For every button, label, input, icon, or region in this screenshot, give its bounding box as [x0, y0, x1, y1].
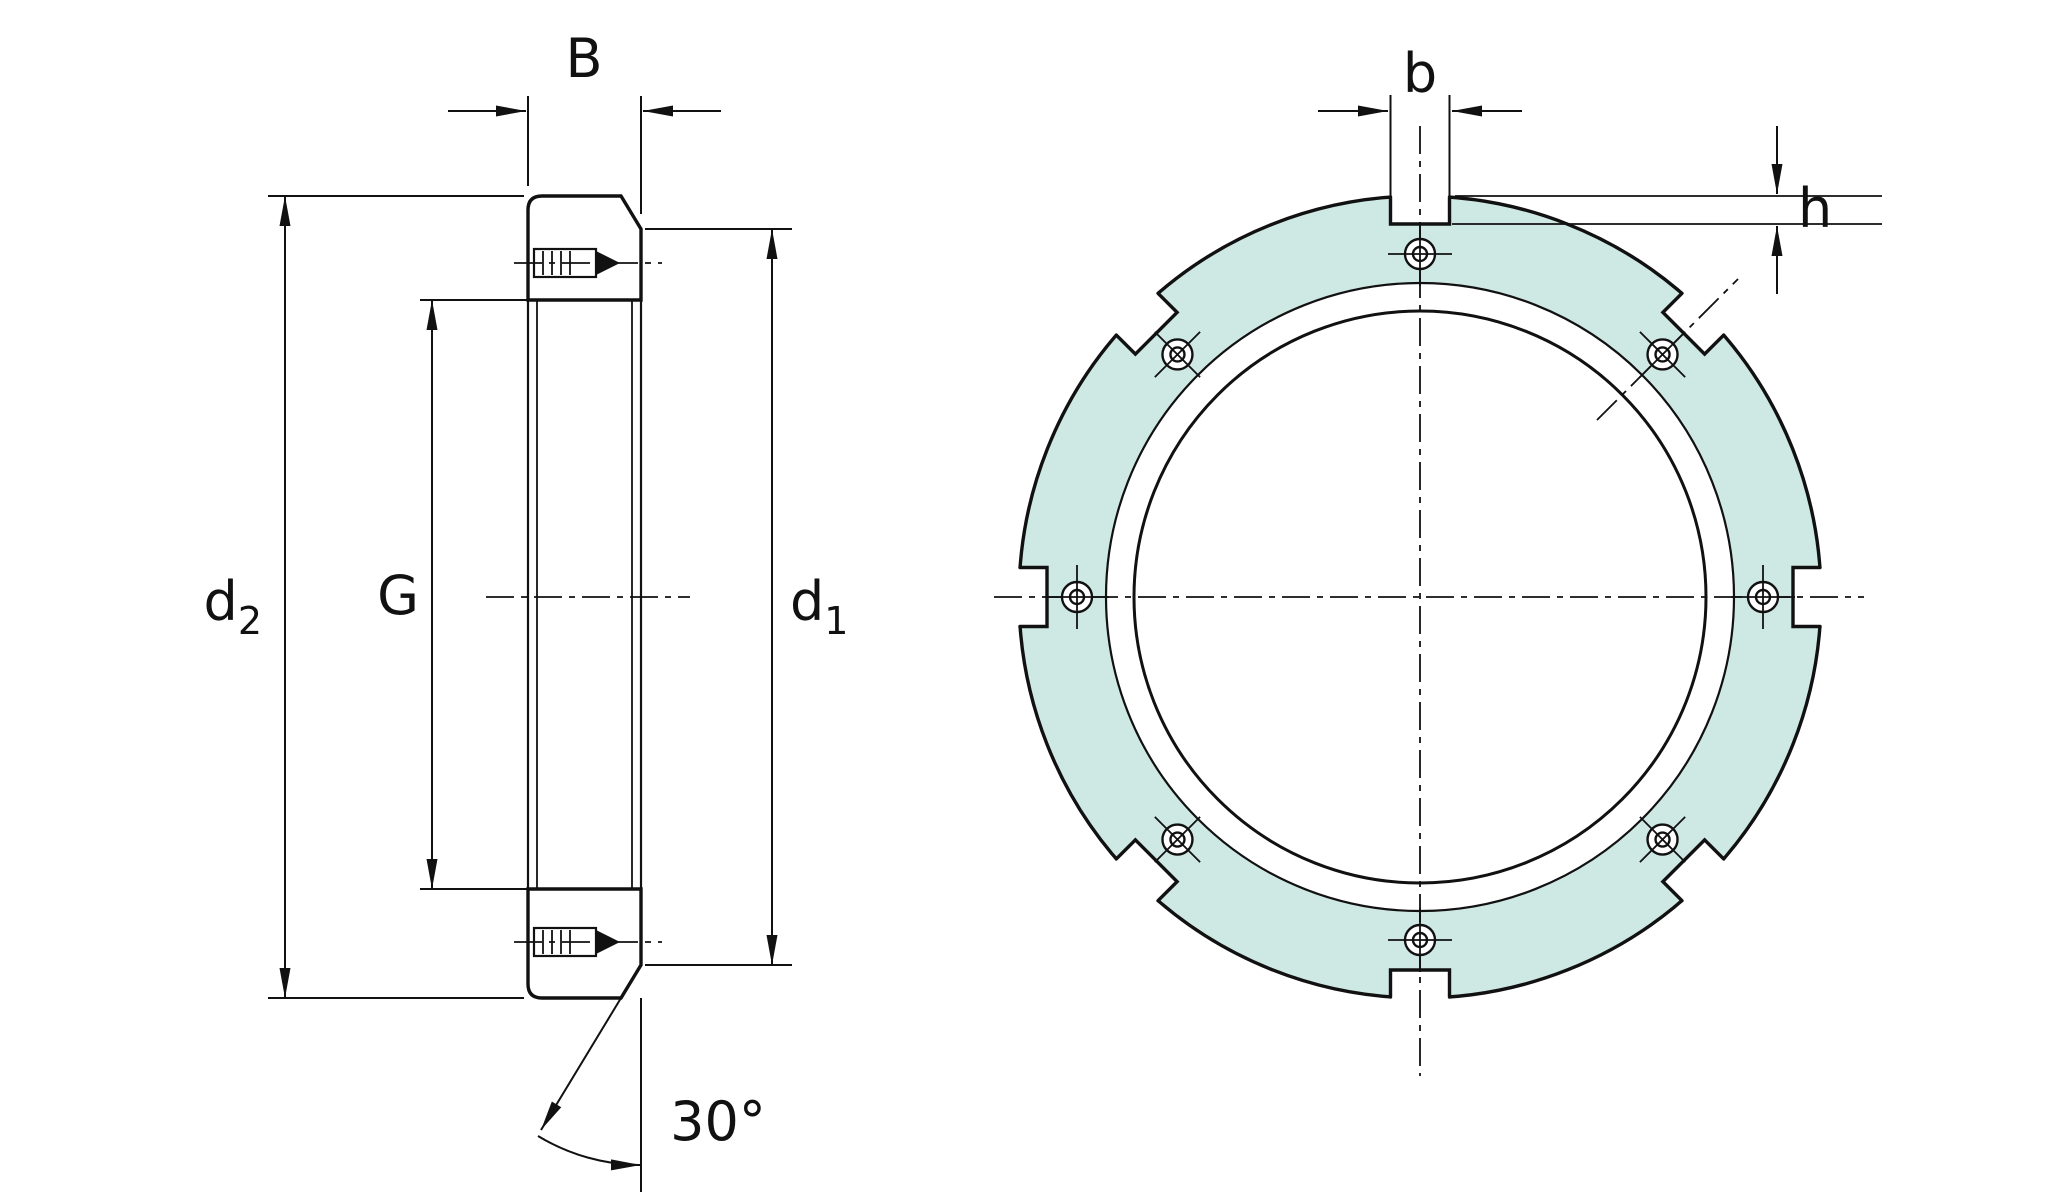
dim-label-d2: d2 [204, 570, 262, 643]
set-screw-section-top [514, 247, 662, 279]
front-view: b h [988, 42, 1882, 1076]
section-view: B d2 G d1 30° [204, 27, 848, 1192]
dim-label-d1: d1 [790, 570, 848, 643]
nut-body-bottom [526, 887, 643, 1000]
g-thread-dimension: G [377, 299, 534, 890]
d2-outer-diameter-dimension: d2 [204, 195, 524, 999]
nut-body-top [526, 194, 643, 302]
dim-label-angle: 30° [670, 1090, 766, 1153]
slot-depth-dimension: h [1452, 126, 1882, 294]
set-screw-section-bottom [514, 926, 662, 958]
dim-label-G: G [377, 564, 419, 627]
b-width-dimension: B [448, 27, 721, 214]
screw-tip [596, 930, 620, 954]
dim-label-b: b [1403, 42, 1437, 105]
slot-width-dimension: b [1318, 42, 1522, 224]
d1-diameter-dimension: d1 [645, 228, 848, 966]
screw-tip [596, 251, 620, 275]
dim-label-B: B [565, 27, 602, 90]
thread-section [526, 298, 643, 891]
dim-label-h: h [1798, 177, 1832, 240]
chamfer-angle-dimension: 30° [537, 964, 766, 1192]
